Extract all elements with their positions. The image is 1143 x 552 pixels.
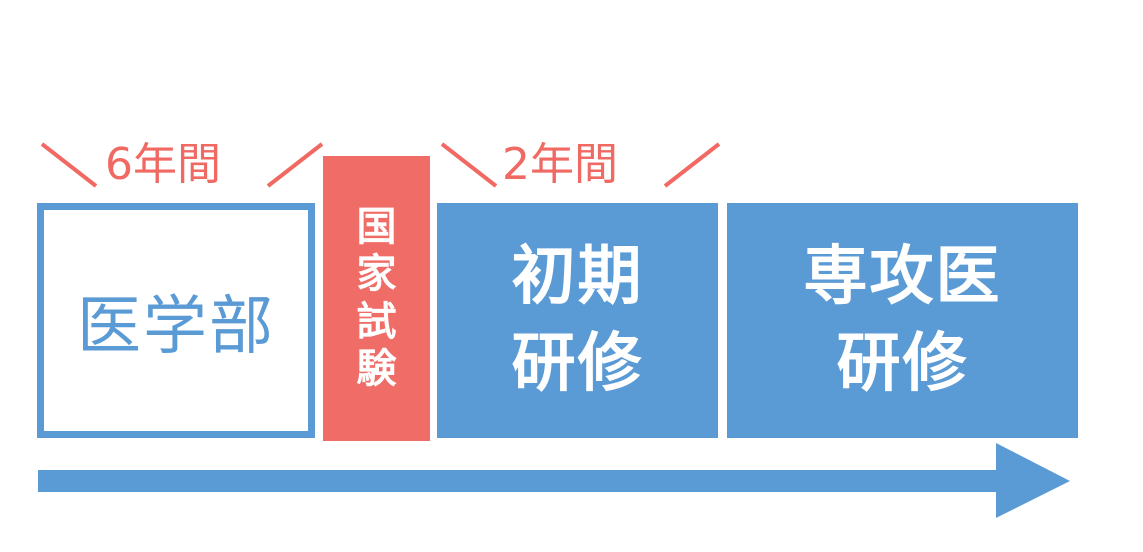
- national-exam-char: 国: [356, 204, 397, 251]
- medical-school-duration: 6年間: [105, 139, 221, 190]
- specialist-training-line: 研修: [836, 326, 969, 401]
- initial-training-duration: 2年間: [502, 139, 618, 190]
- specialist-training-line: 専攻医: [803, 240, 1002, 315]
- bracket-left-slash-icon: [40, 142, 98, 188]
- national-exam-box: 国 家 試 験: [323, 156, 430, 441]
- medical-school-label: 医学部: [77, 289, 275, 364]
- bracket-left-slash-icon: [440, 142, 498, 188]
- medical-school-box: 医学部: [37, 203, 315, 438]
- initial-training-line: 研修: [511, 326, 644, 401]
- national-exam-char: 験: [356, 345, 397, 392]
- bracket-right-slash-icon: [663, 142, 721, 188]
- timeline-arrow-icon: [38, 443, 1070, 518]
- bracket-right-slash-icon: [266, 142, 324, 188]
- specialist-training-box: 専攻医 研修: [727, 203, 1078, 438]
- initial-training-box: 初期 研修: [437, 203, 718, 438]
- national-exam-char: 試: [356, 298, 397, 345]
- initial-training-line: 初期: [511, 240, 644, 315]
- national-exam-char: 家: [356, 251, 397, 298]
